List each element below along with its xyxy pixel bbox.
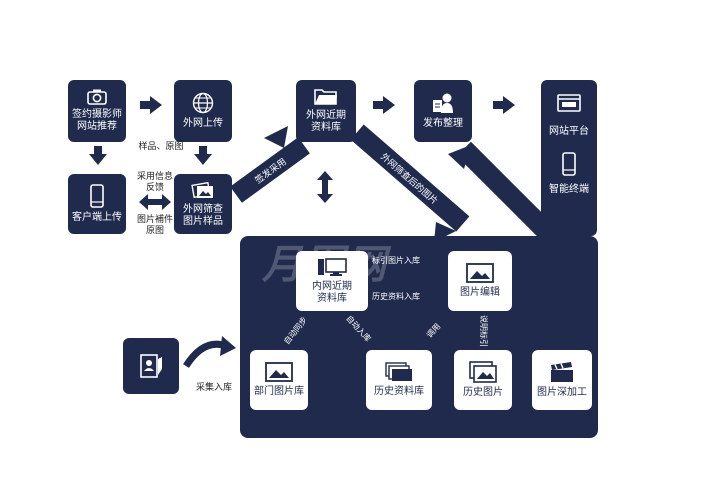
label-samples-originals: 样品、原图 [138, 141, 184, 151]
node-history-library[interactable]: 历史资料库 [366, 350, 432, 410]
globe-icon [192, 92, 214, 114]
node-dept-library[interactable]: 部门图片库 [250, 350, 308, 410]
node-image-edit[interactable]: 图片编辑 [448, 251, 512, 311]
node-client-upload[interactable]: 客户端上传 [68, 174, 126, 234]
arrow-publish-to-platform [493, 96, 515, 114]
node-external-screen-label: 外网筛查 图片样品 [183, 204, 223, 227]
node-image-edit-label: 图片编辑 [460, 287, 500, 298]
label-history-storage: 历史资料入库 [372, 292, 420, 301]
arrow-collect-curve [183, 336, 236, 368]
node-sign-photographer-label: 签约摄影师 网站推荐 [72, 109, 122, 132]
node-intranet-recent-label: 内网近期 资料库 [312, 281, 352, 304]
computer-icon [318, 258, 347, 276]
label-adopt-feedback: 采用信息 反馈 [136, 171, 173, 192]
node-collect-source[interactable] [123, 338, 179, 394]
node-external-upload-label: 外网上传 [183, 118, 223, 129]
folder-icon [314, 89, 337, 105]
node-sign-photographer[interactable]: 签约摄影师 网站推荐 [68, 80, 126, 142]
photo-album-icon [469, 361, 497, 383]
label-supplement-originals: 图片補件 原图 [136, 214, 173, 235]
node-publish[interactable]: 发布整理 [414, 80, 472, 142]
photos-stack-icon [191, 181, 213, 199]
node-external-recent[interactable]: 外网近期 资料库 [296, 80, 356, 142]
arrow-upload-down [194, 146, 212, 165]
node-web-platform-label: 网站平台 [549, 126, 589, 137]
node-dept-library-label: 部门图片库 [254, 386, 304, 397]
contact-book-icon [140, 354, 162, 378]
node-history-library-label: 历史资料库 [374, 386, 424, 397]
node-external-recent-label: 外网近期 资料库 [306, 110, 346, 133]
mobile-phone-icon [90, 184, 104, 208]
node-intranet-recent[interactable]: 内网近期 资料库 [296, 251, 368, 311]
node-publish-label: 发布整理 [423, 118, 463, 129]
publish-arrowhead [448, 145, 471, 169]
node-history-images[interactable]: 历史图片 [454, 350, 512, 410]
label-mark-storage: 标引图片入库 [372, 256, 420, 265]
label-explain-index: 说明标引 [479, 315, 488, 347]
arrow-photographer-to-upload [140, 96, 162, 114]
camera-icon [87, 89, 107, 105]
slides-stack-icon [385, 362, 412, 381]
smartphone-icon [562, 152, 576, 176]
picture-icon [265, 362, 293, 382]
arrow-photographer-down [89, 146, 107, 165]
user-document-icon [433, 93, 453, 113]
node-smart-terminal-label: 智能终端 [549, 184, 589, 195]
node-client-upload-label: 客户端上传 [72, 212, 122, 223]
sign-arrowhead [264, 126, 288, 148]
node-external-upload[interactable]: 外网上传 [174, 80, 232, 142]
node-platform-group: 网站平台 智能终端 [541, 80, 597, 236]
image-frame-icon [466, 263, 494, 283]
browser-window-icon [557, 94, 581, 112]
node-deep-processing[interactable]: 图片深加工 [532, 350, 592, 410]
node-deep-processing-label: 图片深加工 [537, 387, 587, 398]
node-external-screen[interactable]: 外网筛查 图片样品 [174, 174, 232, 234]
label-collect-storage: 采集入库 [195, 382, 232, 392]
clapperboard-icon [551, 362, 573, 382]
node-history-images-label: 历史图片 [463, 387, 503, 398]
arrow-recent-to-publish [373, 96, 395, 114]
arrow-feedback-double [139, 194, 171, 210]
arrow-recent-panel-double [317, 171, 333, 203]
